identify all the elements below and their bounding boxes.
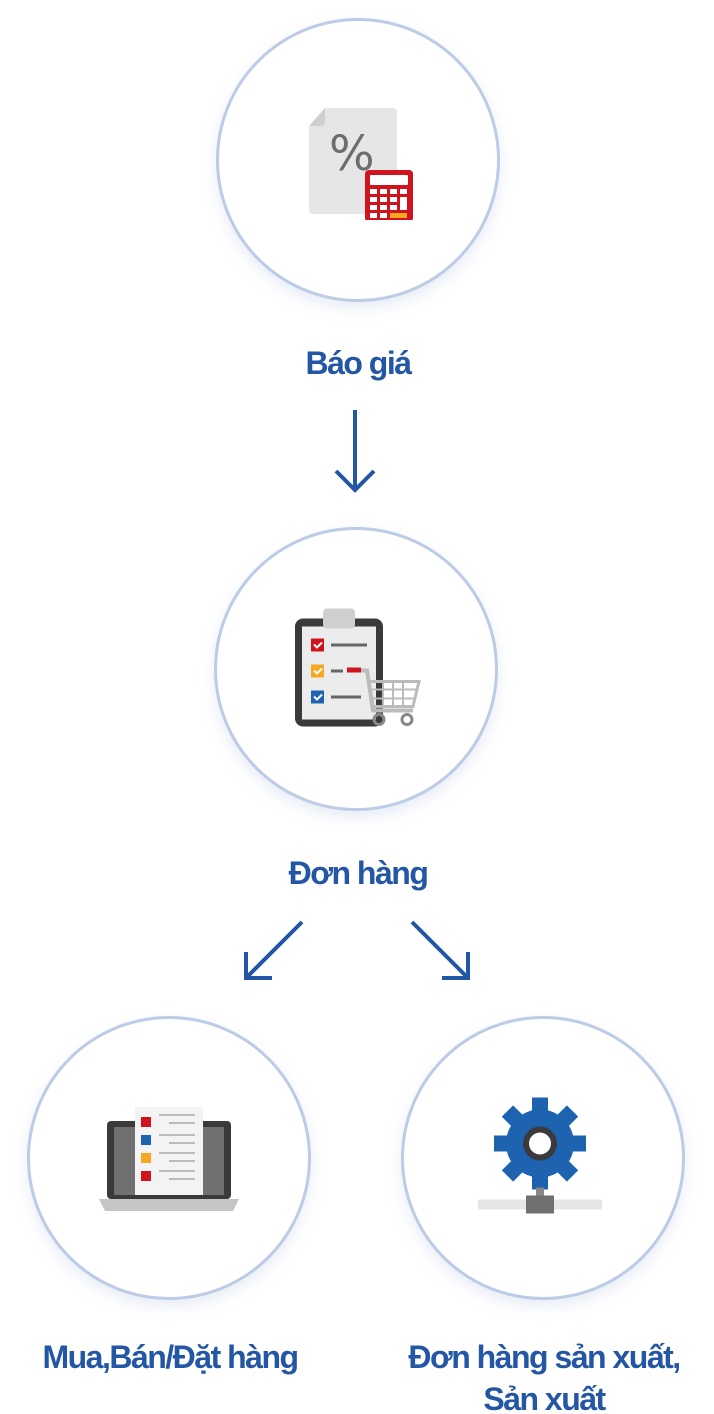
laptop-checklist-icon [99, 1107, 239, 1211]
purchase-sale-step-circle [27, 1016, 311, 1300]
quote-step-circle: % [216, 18, 500, 302]
quote-step-label: Báo giá [305, 345, 412, 381]
order-step-circle [214, 527, 498, 811]
order-step-label: Đơn hàng [288, 855, 429, 891]
production-step-circle [401, 1016, 685, 1300]
production-label-line1: Đơn hàng sản xuất, [408, 1339, 681, 1375]
gear-network-icon [478, 1097, 602, 1214]
production-step-label: Đơn hàng sản xuất, Sản xuất [374, 1336, 714, 1414]
percent-document-calculator-icon: % [309, 108, 413, 220]
purchase-sale-step-label: Mua,Bán/Đặt hàng [42, 1339, 299, 1375]
clipboard-cart-icon [295, 608, 421, 727]
production-label-line2: Sản xuất [483, 1381, 606, 1414]
